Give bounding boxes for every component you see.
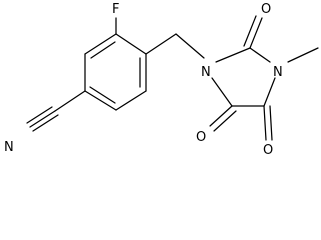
bond-lines (26, 15, 319, 141)
bond-c4-o-double-2 (269, 105, 273, 141)
bond-benzene-c6-c1 (84, 33, 117, 55)
bond-nitrile-triple-3 (32, 114, 59, 132)
bond-c5-o-double-1 (209, 105, 233, 127)
bond-n3-methyl (287, 47, 319, 63)
bond-benzene-c6-c1-inner (90, 41, 116, 59)
structure-diagram: F N N N O O O (4, 2, 319, 158)
bond-ch2-to-n1 (175, 33, 205, 59)
bond-c5-n1 (211, 77, 233, 107)
bond-benzene-c4-c5 (84, 90, 117, 111)
bond-c4-o-double-1 (263, 105, 267, 141)
bond-ring-to-nitrile-carbon (54, 90, 86, 112)
bond-c2-o-double-2 (243, 15, 257, 47)
bond-benzene-c4-c5-inner (89, 86, 116, 104)
atom-oxygen-c2: O (261, 2, 271, 17)
atom-oxygen-c4: O (263, 143, 273, 158)
bond-n3-c4 (263, 77, 276, 107)
bond-benzene-c3-c4 (115, 90, 147, 111)
bond-ring-to-ch2 (145, 33, 177, 55)
bond-c2-n3 (249, 47, 271, 63)
atom-labels: F N N N O O O (4, 2, 283, 158)
bond-benzene-c1-c2 (115, 33, 147, 55)
bond-nitrile-triple-2 (26, 106, 53, 124)
bond-c5-o-double-2 (213, 110, 237, 132)
atom-ring-nitrogen-1: N (201, 65, 211, 80)
bond-c2-o-double-1 (249, 17, 263, 49)
atom-nitrile-nitrogen: N (4, 140, 14, 155)
atom-oxygen-c5: O (196, 130, 206, 145)
bond-n1-c2 (215, 47, 251, 63)
atom-ring-nitrogen-3: N (273, 65, 283, 80)
bond-nitrile-triple-1 (29, 110, 56, 128)
atom-fluorine: F (112, 2, 119, 17)
